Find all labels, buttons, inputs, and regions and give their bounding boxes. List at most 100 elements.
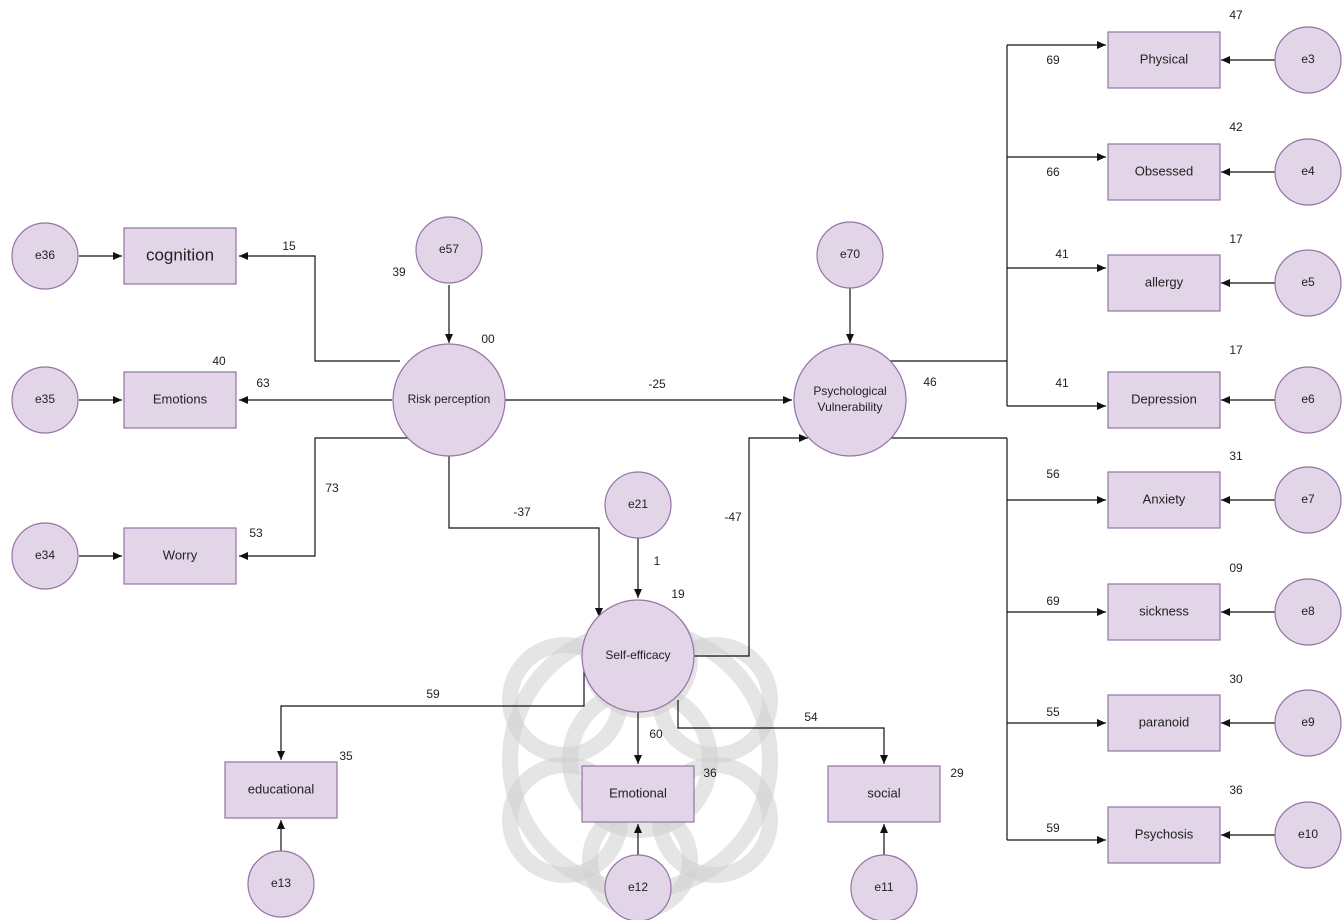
svg-text:e11: e11 — [874, 880, 893, 894]
r2-paranoid: 30 — [1229, 672, 1243, 686]
r2-psychological-vulnerability: 46 — [923, 375, 937, 389]
r2-worry: 53 — [249, 526, 263, 540]
coef-pv-obsessed: 66 — [1046, 165, 1060, 179]
coef-pv-depression: 41 — [1055, 376, 1069, 390]
node-allergy: allergy — [1107, 254, 1221, 312]
node-psychosis: Psychosis — [1107, 806, 1221, 864]
coef-rp-pv: -25 — [648, 377, 666, 391]
node-e5: e5 — [1274, 249, 1342, 317]
svg-text:e13: e13 — [271, 876, 291, 890]
r2-allergy: 17 — [1229, 232, 1243, 246]
svg-text:e10: e10 — [1298, 827, 1318, 841]
svg-text:e70: e70 — [840, 247, 860, 261]
svg-text:e7: e7 — [1301, 492, 1315, 506]
svg-text:Obsessed: Obsessed — [1135, 163, 1194, 178]
r2-emotional: 36 — [703, 766, 717, 780]
node-physical: Physical — [1107, 31, 1221, 89]
r2-obsessed: 42 — [1229, 120, 1243, 134]
node-depression: Depression — [1107, 371, 1221, 429]
coef-rp-se: -37 — [513, 505, 531, 519]
coef-rp-worry: 73 — [325, 481, 339, 495]
svg-text:educational: educational — [248, 781, 315, 796]
node-e10: e10 — [1274, 801, 1342, 869]
svg-text:Emotions: Emotions — [153, 391, 208, 406]
svg-text:paranoid: paranoid — [1139, 714, 1190, 729]
svg-text:e12: e12 — [628, 880, 648, 894]
svg-text:Physical: Physical — [1140, 51, 1189, 66]
node-e9: e9 — [1274, 689, 1342, 757]
svg-text:e57: e57 — [439, 242, 459, 256]
svg-text:e6: e6 — [1301, 392, 1315, 406]
node-e11: e11 — [850, 854, 918, 920]
coef-se-social: 54 — [804, 710, 818, 724]
r2-sickness: 09 — [1229, 561, 1243, 575]
coef-pv-anxiety: 56 — [1046, 467, 1060, 481]
coef-se-pv: -47 — [724, 510, 742, 524]
node-e34: e34 — [11, 522, 79, 590]
svg-text:Psychosis: Psychosis — [1135, 826, 1194, 841]
svg-text:e21: e21 — [628, 497, 648, 511]
svg-text:Depression: Depression — [1131, 391, 1197, 406]
var-e57: 39 — [392, 265, 406, 279]
svg-text:e36: e36 — [35, 248, 55, 262]
svg-text:e34: e34 — [35, 548, 55, 562]
coef-pv-psychosis: 59 — [1046, 821, 1060, 835]
svg-text:Psychological: Psychological — [813, 384, 886, 398]
path-e21: 1 — [654, 554, 661, 568]
r2-psychosis: 36 — [1229, 783, 1243, 797]
node-e36: e36 — [11, 222, 79, 290]
coef-se-educational: 59 — [426, 687, 440, 701]
svg-text:Vulnerability: Vulnerability — [818, 400, 883, 414]
r2-social: 29 — [950, 766, 964, 780]
node-worry: Worry — [123, 527, 237, 585]
r2-anxiety: 31 — [1229, 449, 1243, 463]
node-emotions: Emotions — [123, 371, 237, 429]
coef-rp-cognition: 15 — [282, 239, 296, 253]
svg-text:Anxiety: Anxiety — [1143, 491, 1186, 506]
svg-text:e5: e5 — [1301, 275, 1315, 289]
coef-se-emotional: 60 — [649, 727, 663, 741]
node-social: social — [827, 765, 941, 823]
node-e35: e35 — [11, 366, 79, 434]
r2-physical: 47 — [1229, 8, 1243, 22]
node-anxiety: Anxiety — [1107, 471, 1221, 529]
svg-text:Self-efficacy: Self-efficacy — [605, 648, 670, 662]
r2-educational: 35 — [339, 749, 353, 763]
node-paranoid: paranoid — [1107, 694, 1221, 752]
node-e8: e8 — [1274, 578, 1342, 646]
r2-depression: 17 — [1229, 343, 1243, 357]
svg-text:sickness: sickness — [1139, 603, 1189, 618]
svg-text:cognition: cognition — [146, 245, 214, 264]
node-risk-perception: Risk perception — [392, 343, 506, 457]
node-emotional: Emotional — [581, 765, 695, 823]
svg-text:Emotional: Emotional — [609, 785, 667, 800]
node-cognition: cognition — [123, 227, 237, 285]
node-e21: e21 — [604, 471, 672, 539]
svg-text:e4: e4 — [1301, 164, 1315, 178]
node-self-efficacy: Self-efficacy — [581, 599, 695, 713]
node-obsessed: Obsessed — [1107, 143, 1221, 201]
coef-rp-emotions: 63 — [256, 376, 270, 390]
r2-self-efficacy: 19 — [671, 587, 685, 601]
svg-text:e3: e3 — [1301, 52, 1315, 66]
svg-text:social: social — [867, 785, 900, 800]
node-educational: educational — [224, 761, 338, 819]
node-e7: e7 — [1274, 466, 1342, 534]
node-e70: e70 — [816, 221, 884, 289]
r2-risk-perception: 00 — [481, 332, 495, 346]
coef-pv-paranoid: 55 — [1046, 705, 1060, 719]
node-e3: e3 — [1274, 26, 1342, 94]
node-e12: e12 — [604, 854, 672, 920]
node-e6: e6 — [1274, 366, 1342, 434]
node-e4: e4 — [1274, 138, 1342, 206]
svg-text:e8: e8 — [1301, 604, 1315, 618]
svg-text:e9: e9 — [1301, 715, 1315, 729]
svg-text:allergy: allergy — [1145, 274, 1184, 289]
node-e57: e57 — [415, 216, 483, 284]
node-sickness: sickness — [1107, 583, 1221, 641]
node-e13: e13 — [247, 850, 315, 918]
path-coefficients: 15 63 40 73 53 39 00 -25 -37 -47 1 19 46… — [212, 8, 1243, 835]
svg-text:Worry: Worry — [163, 547, 198, 562]
coef-pv-sickness: 69 — [1046, 594, 1060, 608]
